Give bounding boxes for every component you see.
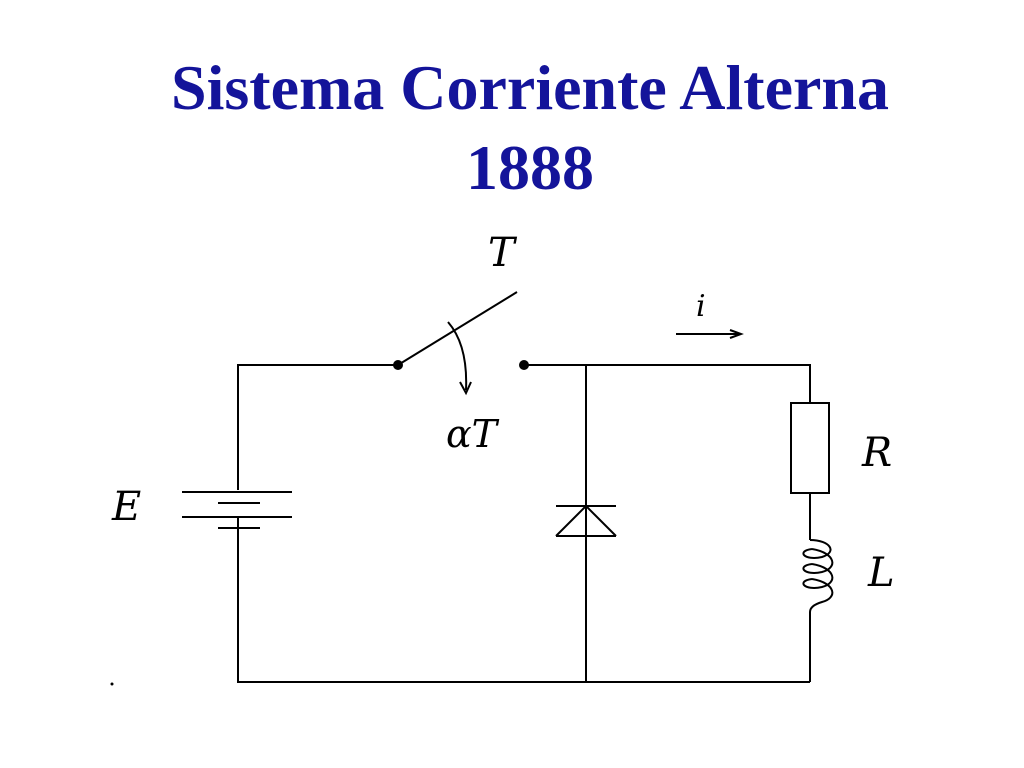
switch-arrowhead xyxy=(459,381,472,396)
label-inductor-L: L xyxy=(867,550,895,596)
resistor-symbol xyxy=(790,402,830,494)
switch-contact-right xyxy=(519,360,529,370)
slide-title: Sistema Corriente Alterna 1888 xyxy=(0,48,1024,208)
wire-left-bottom xyxy=(237,518,810,683)
wire-top-right xyxy=(524,364,811,403)
label-resistor-R: R xyxy=(861,430,892,476)
current-arrowhead xyxy=(729,329,744,339)
label-current-i: i xyxy=(696,289,706,324)
title-line-2: 1888 xyxy=(466,132,594,203)
switch-arc-arrow xyxy=(447,321,468,391)
label-source-E: E xyxy=(111,484,141,530)
stray-dot xyxy=(110,682,114,686)
switch-blade xyxy=(397,291,518,366)
battery-symbol xyxy=(182,491,292,529)
label-switch-alphaT: αT xyxy=(446,412,500,456)
inductor-symbol xyxy=(802,539,834,613)
switch-contact-left xyxy=(393,360,403,370)
wire-left-top xyxy=(237,364,398,490)
diode-symbol xyxy=(555,505,617,537)
title-line-1: Sistema Corriente Alterna xyxy=(170,52,890,123)
label-switch-T: T xyxy=(488,230,518,276)
